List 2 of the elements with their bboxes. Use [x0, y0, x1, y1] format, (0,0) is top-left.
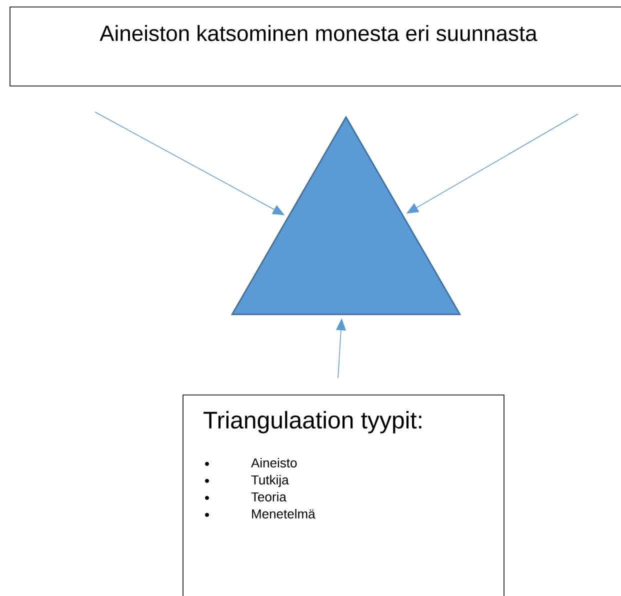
title-box: Aineiston katsominen monesta eri suunnasta [10, 6, 621, 86]
info-box: Triangulaation tyypit: Aineisto Tutkija Teoria Menetelmä [182, 394, 504, 596]
